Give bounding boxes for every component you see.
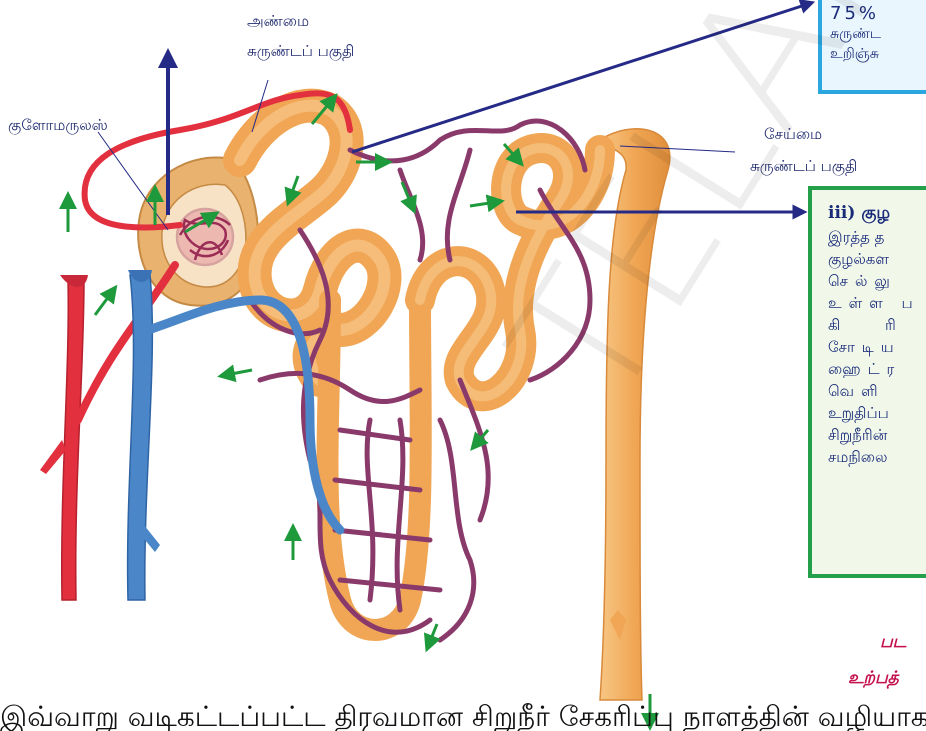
figure-caption-line2: உற்பத் (848, 668, 899, 690)
secretion-line: சோடிய (828, 336, 926, 358)
figure-caption-line1: பட (880, 632, 906, 654)
secretion-line: குழல்கள (828, 248, 926, 270)
secretion-line: சிறுநீரின் (828, 424, 926, 446)
secretion-heading: iii) குழ (828, 202, 926, 224)
secretion-line: கி ரி (828, 314, 926, 336)
reabsorption-info-box: 75% சுருண்ட உறிஞ்சு (818, 0, 926, 94)
secretion-info-box: iii) குழ இரத்த த குழல்கள செல்லு உள்ள ப க… (808, 186, 926, 578)
reabsorption-percent: 75% (830, 4, 926, 24)
secretion-line: உள்ள ப (828, 292, 926, 314)
glomerulus-tuft (177, 209, 233, 265)
afferent-artery (62, 280, 84, 600)
reabsorption-line2: உறிஞ்சு (830, 44, 926, 64)
secretion-line: சமநிலை (828, 446, 926, 468)
label-distal-line1: சேய்மை (750, 118, 857, 150)
label-glomerulus: குளோமருலஸ் (8, 116, 108, 136)
secretion-line: இரத்த த (828, 226, 926, 248)
label-proximal-tubule: அண்மை சுருண்டப் பகுதி (247, 6, 354, 66)
afferent-arteriole (78, 265, 175, 420)
secretion-line: ஹைட்ர (828, 358, 926, 380)
secretion-line: செல்லு (828, 270, 926, 292)
label-proximal-line1: அண்மை (247, 6, 354, 36)
secretion-line: உறுதிப்ப (828, 402, 926, 424)
label-distal-tubule: சேய்மை சுருண்டப் பகுதி (750, 118, 857, 182)
navy-arrow-diagonal (352, 4, 808, 152)
secretion-line: வெளி (828, 380, 926, 402)
collecting-duct (600, 129, 670, 700)
reabsorption-line1: சுருண்ட (830, 24, 926, 44)
body-text-line: இவ்வாறு வடிகட்டப்பட்ட திரவமான சிறுநீர் ச… (0, 694, 926, 731)
label-proximal-line2: சுருண்டப் பகுதி (247, 36, 354, 66)
label-distal-line2: சுருண்டப் பகுதி (750, 150, 857, 182)
